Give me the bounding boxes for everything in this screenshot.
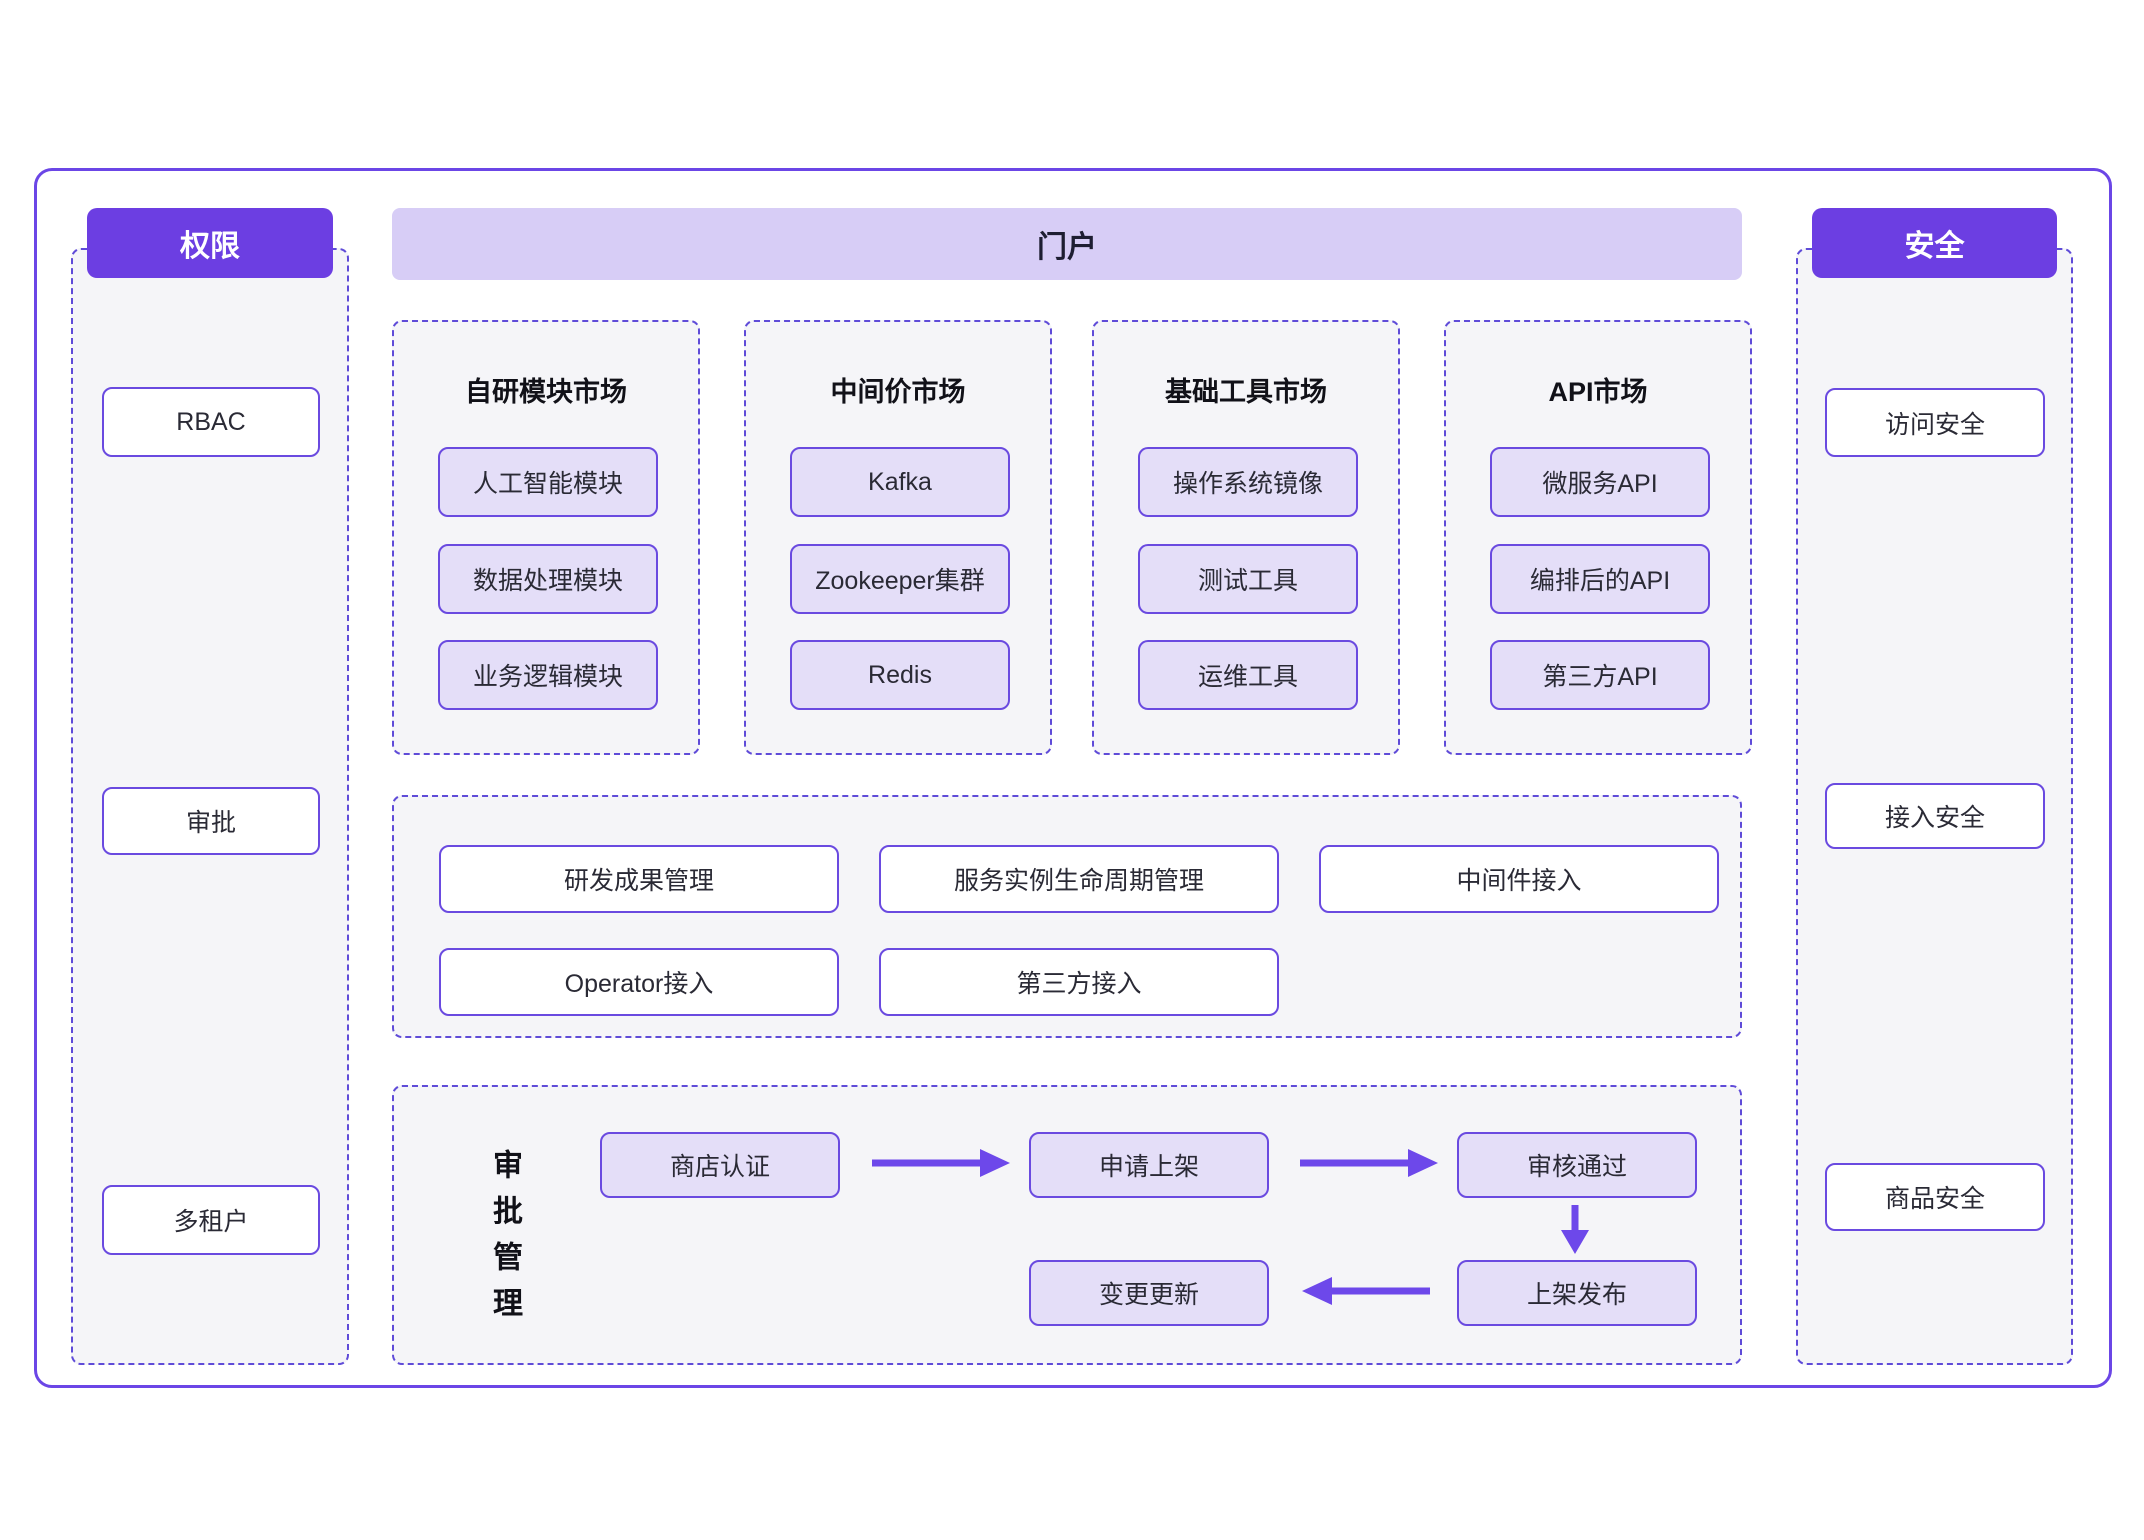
node-approval: 审批 [102, 787, 320, 855]
market-title: 自研模块市场 [465, 377, 627, 407]
node-label: 人工智能模块 [472, 470, 623, 498]
node-label: 编排后的API [1529, 567, 1671, 595]
node-rbac-label: RBAC [176, 407, 246, 436]
node-label: 操作系统镜像 [1172, 470, 1323, 498]
market-column-self-dev-modules: 自研模块市场 人工智能模块 数据处理模块 业务逻辑模块 [392, 320, 700, 755]
node-label: Zookeeper集群 [815, 567, 985, 595]
node-rd-results-management: 研发成果管理 [439, 845, 839, 913]
node-zookeeper-cluster: Zookeeper集群 [790, 544, 1010, 614]
node-label: 运维工具 [1197, 663, 1298, 691]
node-label: 测试工具 [1197, 567, 1298, 595]
market-column-api: API市场 微服务API 编排后的API 第三方API [1444, 320, 1752, 755]
node-os-image: 操作系统镜像 [1138, 447, 1358, 517]
node-third-party-api: 第三方API [1490, 640, 1710, 710]
node-kafka: Kafka [790, 447, 1010, 517]
node-operator-access: Operator接入 [439, 948, 839, 1016]
node-apply-listing: 申请上架 [1029, 1132, 1269, 1198]
market-column-middleware: 中间价市场 Kafka Zookeeper集群 Redis [744, 320, 1052, 755]
permissions-title: 权限 [180, 230, 240, 263]
node-label: 服务实例生命周期管理 [953, 867, 1204, 895]
node-microservice-api: 微服务API [1490, 447, 1710, 517]
node-redis: Redis [790, 640, 1010, 710]
node-label: 变更更新 [1098, 1281, 1199, 1309]
node-service-instance-lifecycle: 服务实例生命周期管理 [879, 845, 1279, 913]
permissions-header: 权限 [87, 208, 333, 278]
node-middleware-access: 中间件接入 [1319, 845, 1719, 913]
security-title: 安全 [1904, 230, 1965, 263]
node-rbac: RBAC [102, 387, 320, 457]
node-multi-tenant: 多租户 [102, 1185, 320, 1255]
node-label: Redis [868, 660, 932, 689]
node-business-logic-module: 业务逻辑模块 [438, 640, 658, 710]
node-label: 审核通过 [1526, 1153, 1627, 1181]
node-label: 申请上架 [1098, 1153, 1199, 1181]
node-label: 上架发布 [1526, 1281, 1627, 1309]
approval-flow-label: 审批管理 [488, 1149, 521, 1333]
node-review-passed: 审核通过 [1457, 1132, 1697, 1198]
node-label: 第三方接入 [1016, 970, 1142, 998]
node-label: 业务逻辑模块 [472, 663, 623, 691]
market-title: API市场 [1548, 377, 1648, 407]
node-data-processing-module: 数据处理模块 [438, 544, 658, 614]
portal-title: 门户 [1037, 231, 1097, 264]
management-section: 研发成果管理 服务实例生命周期管理 中间件接入 Operator接入 第三方接入 [392, 795, 1742, 1038]
node-label: 商品安全 [1884, 1185, 1985, 1213]
node-label: 研发成果管理 [563, 867, 714, 895]
market-title: 基础工具市场 [1165, 377, 1327, 407]
node-label: Kafka [868, 467, 932, 496]
market-column-basic-tools: 基础工具市场 操作系统镜像 测试工具 运维工具 [1092, 320, 1400, 755]
node-connection-security: 接入安全 [1825, 783, 2045, 849]
node-label: Operator接入 [564, 970, 714, 998]
node-third-party-access: 第三方接入 [879, 948, 1279, 1016]
node-label: 访问安全 [1884, 410, 1985, 439]
node-test-tools: 测试工具 [1138, 544, 1358, 614]
approval-flow-section: 审批管理 商店认证 申请上架 审核通过 上架发布 变更更新 [392, 1085, 1742, 1365]
node-label: 微服务API [1542, 470, 1658, 498]
node-orchestrated-api: 编排后的API [1490, 544, 1710, 614]
node-label: 接入安全 [1884, 804, 1985, 832]
node-access-security: 访问安全 [1825, 388, 2045, 457]
node-product-security: 商品安全 [1825, 1163, 2045, 1231]
node-label: 数据处理模块 [472, 567, 623, 595]
node-ai-module: 人工智能模块 [438, 447, 658, 517]
node-ops-tools: 运维工具 [1138, 640, 1358, 710]
node-label: 商店认证 [669, 1153, 770, 1181]
node-label: 第三方API [1542, 663, 1658, 691]
node-change-update: 变更更新 [1029, 1260, 1269, 1326]
market-title: 中间价市场 [830, 377, 966, 407]
node-multi-tenant-label: 多租户 [173, 1208, 249, 1236]
node-approval-label: 审批 [185, 809, 236, 837]
node-listing-release: 上架发布 [1457, 1260, 1697, 1326]
portal-header-bar: 门户 [392, 208, 1742, 280]
node-store-certification: 商店认证 [600, 1132, 840, 1198]
security-header: 安全 [1812, 208, 2057, 278]
node-label: 中间件接入 [1456, 867, 1582, 895]
